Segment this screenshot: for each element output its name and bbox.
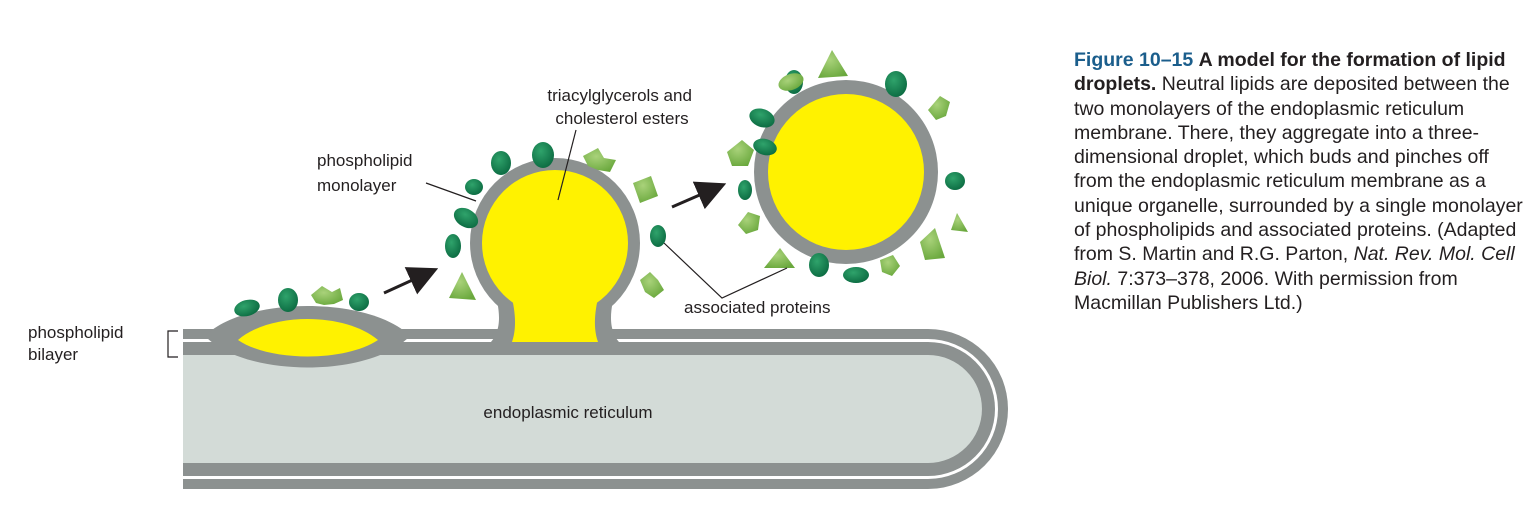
monolayer-leader [425,182,477,202]
light-green-protein-icon [764,248,795,268]
figure-title: A model for the formation of lipid dropl… [1074,49,1506,96]
bilayer-bracket [167,330,178,358]
caption-journal: Nat. Rev. Mol. Cell Biol. [1074,243,1515,290]
dark-green-protein-icon [349,293,369,311]
light-green-protein-icon [640,272,664,298]
label-endoplasmic-reticulum: endoplasmic reticulum [483,403,652,422]
lens-lipid [238,319,378,357]
dark-green-protein-icon [465,179,483,195]
lipid-droplet-diagram: phospholipid bilayer phospholipid monola… [28,50,1008,489]
dark-green-protein-icon [843,267,869,283]
budding-droplet [470,158,640,345]
dark-green-protein-icon [753,138,777,156]
light-green-protein-icon [818,50,848,78]
endoplasmic-reticulum-tube [183,329,1008,489]
dark-green-protein-icon [491,151,511,175]
droplet-lipid-core [768,94,924,250]
figure-caption: Figure 10–15 A model for the formation o… [1074,48,1526,315]
light-green-protein-icon [449,272,476,300]
dark-green-proteins [234,70,965,317]
er-lumen [183,355,982,463]
dark-green-protein-icon [453,207,479,229]
bud-neck-lipid [510,290,600,342]
proteins-leader [663,242,788,299]
leader-lines [167,129,788,358]
light-green-protein-icon [727,140,754,166]
light-green-protein-icon [778,73,804,91]
arrow-icon [671,181,727,210]
label-phospholipid-bilayer: phospholipid bilayer [28,323,128,364]
label-triacylglycerols: triacylglycerols and cholesterol esters [547,86,696,128]
light-green-protein-icon [920,228,945,260]
dark-green-protein-icon [532,142,554,168]
dark-green-protein-icon [945,172,965,190]
dark-green-protein-icon [885,71,907,97]
light-green-protein-icon [583,148,616,172]
lipid-lens [205,306,410,368]
light-green-protein-icon [928,96,950,120]
light-green-proteins [311,50,968,305]
dark-green-protein-icon [278,288,298,312]
light-green-protein-icon [311,286,343,305]
dark-green-protein-icon [749,108,775,128]
caption-citation: 7:373–378, 2006. With permission from Ma… [1074,267,1458,314]
label-associated-proteins: associated proteins [684,298,830,317]
triacylglycerol-leader [557,129,577,201]
released-droplet [754,80,938,264]
light-green-protein-icon [738,212,760,234]
bud-lipid-core [482,170,628,316]
dark-green-protein-icon [445,234,461,258]
label-phospholipid-monolayer: phospholipid monolayer [317,151,417,195]
light-green-protein-icon [633,176,658,203]
figure-number: Figure 10–15 [1074,49,1194,71]
light-green-protein-icon [880,255,900,276]
dark-green-protein-icon [650,225,666,247]
dark-green-protein-icon [738,180,752,200]
dark-green-protein-icon [234,299,260,317]
light-green-protein-icon [951,213,968,232]
dark-green-protein-icon [809,253,829,277]
caption-body: Neutral lipids are deposited between the… [1074,73,1523,266]
arrow-icon [383,267,439,295]
